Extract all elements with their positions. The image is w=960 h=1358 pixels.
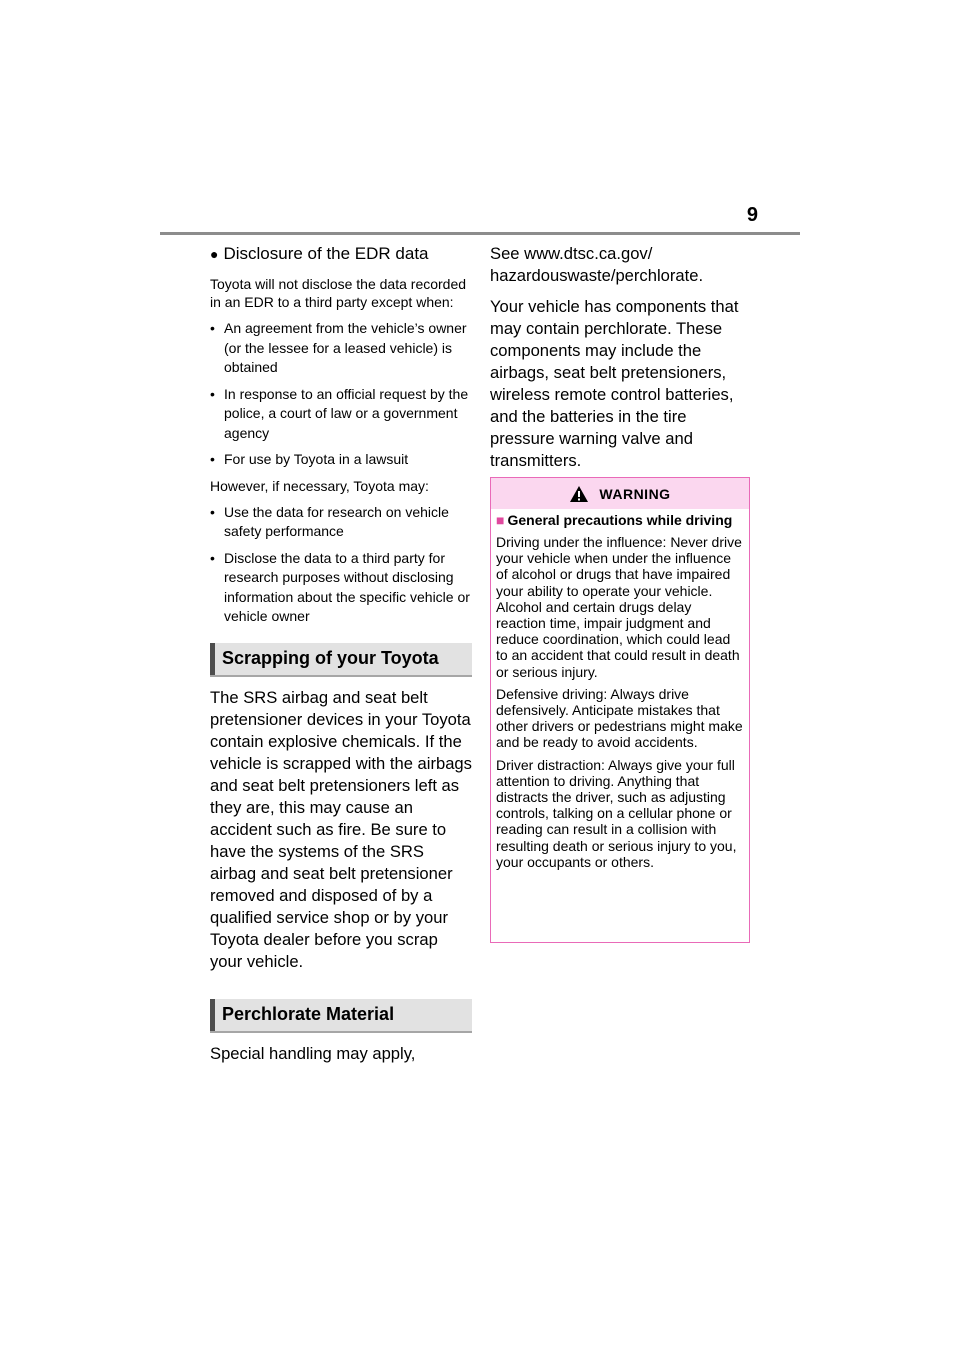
left-column: ● Disclosure of the EDR data Toyota will… [210, 243, 472, 1065]
list-item: • Disclose the data to a third party for … [210, 549, 472, 627]
perchlorate-heading-text: Perchlorate Material [222, 1004, 395, 1024]
perchlorate-heading: Perchlorate Material [210, 998, 472, 1033]
list-item: • In response to an official request by t… [210, 385, 472, 444]
scrapping-heading-text: Scrapping of your Toyota [222, 648, 439, 668]
bullet-icon: • [210, 320, 215, 336]
heading-bar [210, 642, 215, 675]
list-item: • Use the data for research on vehicle sa… [210, 503, 472, 542]
warning-paragraph: Driving under the influence: Never drive… [496, 534, 742, 680]
bullet-icon: • [210, 451, 215, 467]
edr-conditions-list: • An agreement from the vehicle’s owner (… [210, 319, 472, 470]
list-item-text: Use the data for research on vehicle saf… [224, 503, 449, 540]
list-item: • An agreement from the vehicle’s owner (… [210, 319, 472, 378]
list-item-text: Disclose the data to a third party for r… [224, 549, 470, 625]
square-bullet-icon: ■ [496, 512, 505, 528]
scrapping-heading: Scrapping of your Toyota [210, 642, 472, 677]
bullet-icon: • [210, 503, 215, 520]
perchlorate-body-start: Special handling may apply, [210, 1043, 416, 1063]
heading-bar [210, 998, 215, 1031]
header-rule [160, 232, 800, 235]
list-item-text: For use by Toyota in a lawsuit [224, 451, 409, 467]
perchlorate-components: Your vehicle has components that may con… [490, 297, 739, 470]
warning-triangle-icon [570, 485, 589, 502]
warning-paragraph: Driver distraction: Always give your ful… [496, 756, 737, 870]
list-item: • For use by Toyota in a lawsuit [210, 450, 472, 470]
edr-subtitle-text: Disclosure of the EDR data [223, 244, 429, 263]
edr-however: However, if necessary, Toyota may: [210, 477, 429, 494]
edr-permissions-list: • Use the data for research on vehicle sa… [210, 503, 472, 627]
edr-subtitle: ● Disclosure of the EDR data [210, 243, 472, 265]
warning-box: WARNING ■ General precautions while driv… [490, 477, 750, 943]
right-column: See www.dtsc.ca.gov/ hazardouswaste/perc… [490, 243, 752, 481]
warning-paragraph: Defensive driving: Always drive defensiv… [496, 685, 743, 751]
list-item-text: An agreement from the vehicle’s owner (o… [224, 320, 467, 375]
bullet-icon: • [210, 549, 215, 566]
scrapping-body: The SRS airbag and seat belt pretensione… [210, 687, 472, 971]
circle-bullet-icon: ● [210, 246, 219, 262]
list-item-text: In response to an official request by th… [224, 385, 469, 441]
page-number: 9 [746, 204, 758, 226]
warning-body: ■ General precautions while driving Driv… [491, 509, 749, 870]
perchlorate-body-cont: See www.dtsc.ca.gov/ hazardouswaste/perc… [490, 244, 704, 285]
warning-header: WARNING [491, 478, 749, 509]
warning-subtitle-text: General precautions while driving [507, 512, 733, 528]
bullet-icon: • [210, 385, 215, 402]
edr-intro: Toyota will not disclose the data record… [210, 276, 467, 310]
warning-subtitle: ■ General precautions while driving [496, 513, 744, 528]
warning-label: WARNING [599, 485, 671, 502]
